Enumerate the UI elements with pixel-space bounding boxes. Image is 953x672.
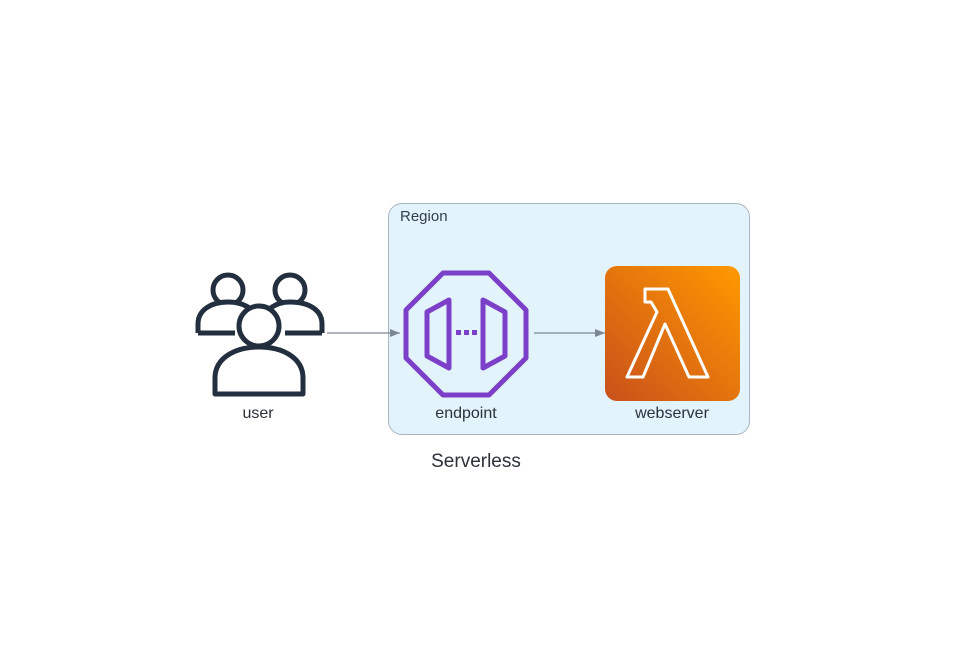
diagram-title: Serverless xyxy=(431,451,521,472)
node-label-webserver: webserver xyxy=(635,405,709,422)
users-icon xyxy=(195,272,325,397)
lambda-icon xyxy=(605,266,740,401)
node-webserver[interactable] xyxy=(605,266,740,401)
region-label: Region xyxy=(400,208,448,225)
api-gateway-endpoint-icon xyxy=(403,270,529,398)
node-label-endpoint: endpoint xyxy=(435,405,497,422)
node-label-user: user xyxy=(242,405,274,422)
node-endpoint[interactable] xyxy=(403,270,529,398)
node-user[interactable] xyxy=(195,270,325,398)
